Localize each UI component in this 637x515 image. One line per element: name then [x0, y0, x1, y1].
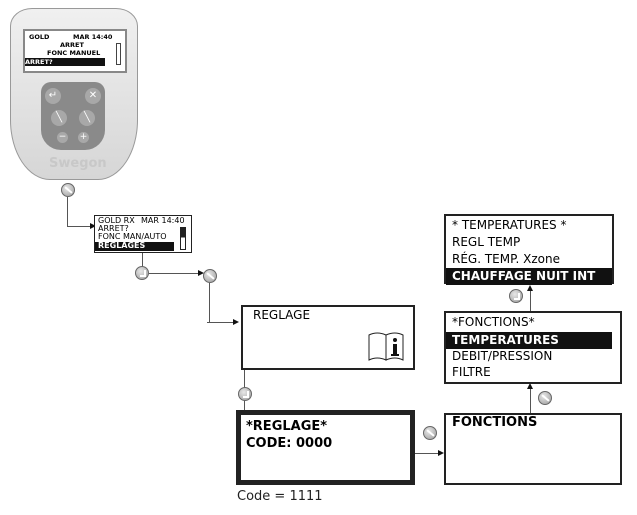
screen-line1-right: MAR 14:40: [73, 33, 113, 41]
temperatures-menu: * TEMPERATURES * REGL TEMP RÉG. TEMP. Xz…: [444, 214, 614, 285]
menu-line2: ARRET?: [98, 224, 129, 233]
screen-scrollbar: [116, 43, 121, 65]
temperatures-menu-item-chauffage: CHAUFFAGE NUIT INT: [446, 268, 612, 285]
rotate-knob-icon: [203, 269, 217, 283]
temperatures-menu-item-regl-temp: REGL TEMP: [452, 235, 521, 249]
menu-scrollbar: [180, 227, 186, 250]
manual-info-icon: [367, 331, 405, 361]
rotate-knob-icon: [538, 391, 552, 405]
fonctions-menu-heading: *FONCTIONS*: [452, 315, 535, 329]
screen-line1-left: GOLD: [29, 33, 50, 41]
code-title: *REGLAGE*: [246, 419, 328, 434]
screen-line3: FONC MANUEL: [47, 49, 101, 57]
plus-key[interactable]: +: [78, 132, 89, 143]
rotate-knob-icon: [423, 426, 437, 440]
menu-line1-left: GOLD RX: [98, 216, 135, 225]
menu-line4-selected: REGLAGES: [95, 241, 174, 251]
fonctions-menu-item-temperatures: TEMPERATURES: [446, 332, 612, 349]
rotate-right-key[interactable]: ╲: [79, 110, 95, 126]
enter-knob-icon: [238, 387, 252, 401]
menu-line1-right: MAR 14:40: [141, 216, 185, 225]
device-screen: GOLD MAR 14:40 ARRET FONC MANUEL ARRET?: [23, 29, 127, 73]
enter-key[interactable]: ↵: [45, 88, 61, 104]
fonctions-menu-item-filtre: FILTRE: [452, 365, 491, 379]
arrow-up-icon: [527, 383, 533, 389]
rotate-knob-icon: [61, 183, 75, 197]
screen-line2: ARRET: [60, 41, 84, 49]
brand-logo: Swegon: [49, 156, 107, 171]
arrow-right-icon: [198, 270, 204, 276]
arrow-right-icon: [233, 319, 239, 325]
reglage-box: REGLAGE: [241, 305, 415, 370]
temperatures-menu-item-xzone: RÉG. TEMP. Xzone: [452, 252, 560, 266]
control-panel-device: GOLD MAR 14:40 ARRET FONC MANUEL ARRET? …: [10, 8, 138, 180]
enter-knob-icon: [135, 266, 149, 280]
fonctions-box: FONCTIONS: [444, 413, 622, 485]
temperatures-menu-heading: * TEMPERATURES *: [452, 218, 567, 232]
fonctions-menu: *FONCTIONS* TEMPERATURES DEBIT/PRESSION …: [444, 311, 622, 384]
enter-knob-icon: [509, 289, 523, 303]
code-caption: Code = 1111: [237, 489, 323, 504]
arrow-up-icon: [527, 285, 533, 291]
minus-key[interactable]: −: [57, 132, 68, 143]
fonctions-title: FONCTIONS: [452, 415, 538, 430]
code-value: CODE: 0000: [246, 436, 333, 451]
device-keypad: ↵ ✕ ╲ ╲ − +: [41, 82, 105, 150]
menu-line3: FONC MAN/AUTO: [98, 232, 167, 241]
code-entry-box: *REGLAGE* CODE: 0000: [236, 410, 415, 485]
arrow-right-icon: [438, 450, 444, 456]
cancel-key[interactable]: ✕: [85, 88, 101, 104]
reglage-title: REGLAGE: [253, 308, 311, 322]
arrow-right-icon: [90, 223, 96, 229]
fonctions-menu-item-debit: DEBIT/PRESSION: [452, 349, 553, 363]
menu-screen: GOLD RX MAR 14:40 ARRET? FONC MAN/AUTO R…: [94, 215, 192, 253]
screen-line4: ARRET?: [25, 58, 105, 66]
rotate-left-key[interactable]: ╲: [51, 110, 67, 126]
